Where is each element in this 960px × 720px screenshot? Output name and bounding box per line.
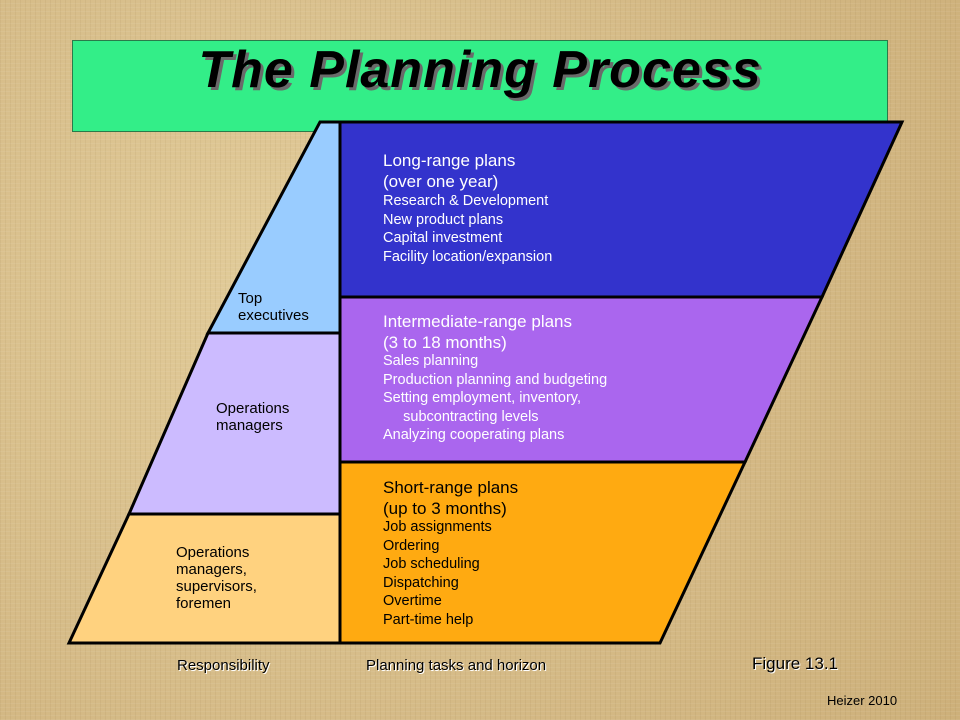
source-credit: Heizer 2010 [827,693,898,708]
long-range-header: Long-range plans (over one year) [383,151,516,191]
short-range-band [338,460,748,645]
planning-tasks-caption: Planning tasks and horizon [366,657,547,674]
intermediate-range-items: Sales planning Production planning and b… [383,353,608,443]
intermediate-range-header: Intermediate-range plans (3 to 18 months… [383,312,573,352]
responsibility-caption: Responsibility [177,657,270,674]
short-range-header: Short-range plans (up to 3 months) [383,478,519,518]
long-range-items: Research & Development New product plans… [383,193,553,265]
supervisors-label: Operations managers, supervisors, foreme… [176,544,257,612]
short-range-items: Job assignments Ordering Job scheduling … [383,519,492,628]
page-title: The Planning Process [198,41,762,99]
operations-managers-label: Operations managers [216,400,290,434]
figure-number: Figure 13.1 [752,654,838,673]
top-executives-label: Top executives [238,290,309,324]
title-banner [72,40,888,132]
